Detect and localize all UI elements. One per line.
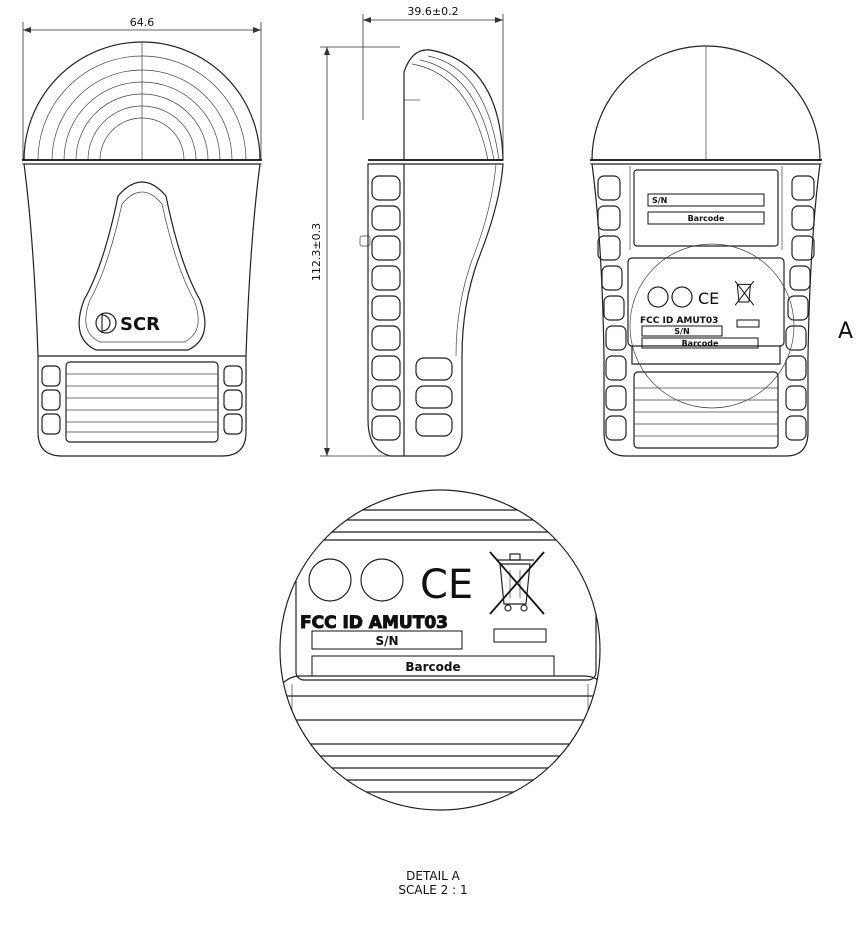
small-fcc-id: FCC ID AMUT03 <box>640 316 718 326</box>
front-body-outline <box>24 164 260 456</box>
scr-logo: SCR <box>96 313 160 335</box>
detail-fcc-id: FCC ID AMUT03 <box>300 613 448 633</box>
upper-label-plate: S/N Barcode <box>630 166 782 250</box>
depth-dimension-value: 39.6±0.2 <box>407 5 458 18</box>
small-serial-label: S/N <box>674 327 689 336</box>
upper-serial-label: S/N <box>652 196 667 205</box>
width-dimension-value: 64.6 <box>130 16 155 29</box>
detail-a-view: CE FCC ID AMUT03 S/N Barcode <box>260 490 620 810</box>
detail-ce-mark: CE <box>420 562 473 608</box>
side-body-outline <box>368 164 503 456</box>
view-label-a: A <box>838 319 853 344</box>
detail-lower-grip <box>270 676 612 792</box>
front-view: 64.6 SCR <box>22 16 262 456</box>
height-dimension: 112.3±0.3 <box>310 47 400 456</box>
front-bottom-bumper <box>38 356 246 442</box>
rear-lower-plate <box>628 258 784 448</box>
side-view: 39.6±0.2 112.3±0.3 <box>310 5 503 456</box>
logo-text: SCR <box>120 314 160 335</box>
detail-blank-label <box>494 629 546 642</box>
rear-view: S/N Barcode <box>590 46 853 456</box>
side-dome-rings <box>404 56 499 160</box>
small-ce-mark: CE <box>698 289 719 308</box>
height-dimension-value: 112.3±0.3 <box>310 223 323 281</box>
detail-cert-circle-2 <box>361 559 403 601</box>
detail-barcode-label: Barcode <box>405 660 460 674</box>
weee-bin-icon <box>490 552 544 614</box>
upper-barcode-label: Barcode <box>688 214 725 223</box>
detail-label-plate <box>296 540 596 680</box>
detail-serial-label: S/N <box>375 634 398 648</box>
rear-small-labels: CE FCC ID AMUT03 S/N Barcode <box>640 281 759 348</box>
detail-boundary-circle <box>280 490 600 810</box>
detail-scale: SCALE 2 : 1 <box>398 883 467 897</box>
side-grip-blocks <box>360 176 452 440</box>
detail-title: DETAIL A <box>406 869 460 883</box>
small-barcode-label: Barcode <box>682 339 719 348</box>
detail-top-ribs <box>260 510 620 532</box>
detail-cert-circle-1 <box>309 559 351 601</box>
front-dome-rings <box>38 42 246 160</box>
